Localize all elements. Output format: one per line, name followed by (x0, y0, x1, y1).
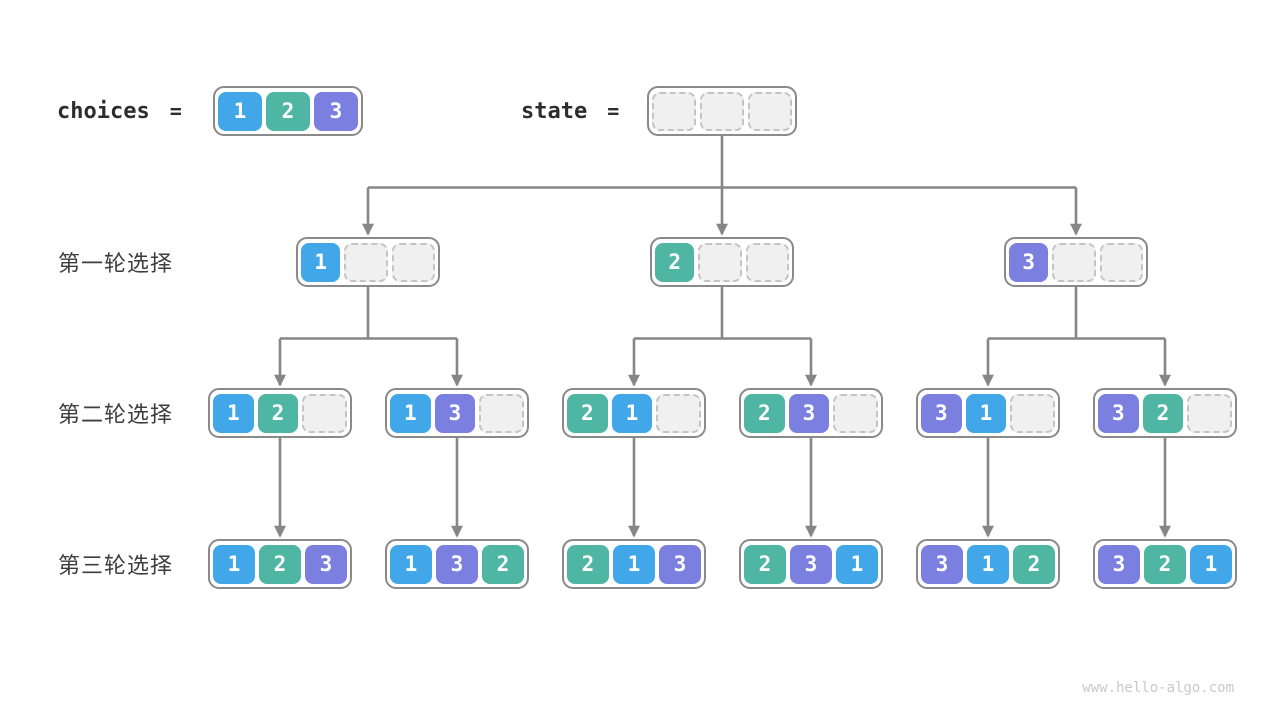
array-cell-3: 3 (921, 393, 962, 433)
choices-declaration: choices = (57, 86, 182, 136)
array-cell-3: 3 (1009, 242, 1049, 282)
array-cell-empty (700, 91, 744, 131)
choices-label: choices (57, 98, 150, 124)
array-cell-3: 3 (659, 544, 701, 584)
state-node-2: 2 (650, 237, 794, 287)
state-equals-sign: = (607, 99, 620, 123)
watermark: www.hello-algo.com (1082, 680, 1234, 696)
array-cell-empty (656, 393, 702, 433)
array-cell-1: 1 (390, 544, 432, 584)
round-1-label: 第一轮选择 (58, 251, 174, 276)
array-cell-empty (745, 242, 789, 282)
array-cell-3: 3 (305, 544, 347, 584)
array-cell-1: 1 (611, 393, 653, 433)
array-cell-1: 1 (301, 242, 341, 282)
array-cell-2: 2 (655, 242, 695, 282)
array-cell-empty (833, 393, 879, 433)
state-node-3: 3 (1004, 237, 1148, 287)
array-cell-empty (698, 242, 742, 282)
round-2-label: 第二轮选择 (58, 402, 174, 427)
state-node-1: 1 (296, 237, 440, 287)
array-cell-empty (391, 242, 435, 282)
array-cell-1: 1 (613, 544, 655, 584)
array-cell-3: 3 (790, 544, 832, 584)
array-cell-3: 3 (1098, 544, 1140, 584)
array-cell-empty (1099, 242, 1143, 282)
array-cell-2: 2 (257, 393, 299, 433)
array-cell-2: 2 (266, 91, 310, 131)
round-3-label: 第三轮选择 (58, 553, 174, 578)
choices-equals-sign: = (169, 99, 182, 123)
array-cell-2: 2 (744, 544, 786, 584)
array-cell-1: 1 (213, 544, 255, 584)
state-label: state (521, 98, 588, 124)
array-cell-2: 2 (1142, 393, 1184, 433)
array-cell-1: 1 (967, 544, 1009, 584)
array-cell-3: 3 (921, 544, 963, 584)
array-cell-2: 2 (1013, 544, 1055, 584)
array-cell-2: 2 (259, 544, 301, 584)
array-cell-3: 3 (314, 91, 358, 131)
array-cell-empty (652, 91, 696, 131)
array-cell-1: 1 (218, 91, 262, 131)
array-cell-empty (479, 393, 525, 433)
array-cell-empty (344, 242, 388, 282)
array-cell-empty (302, 393, 348, 433)
array-cell-empty (1187, 393, 1233, 433)
array-cell-1: 1 (836, 544, 878, 584)
array-cell-1: 1 (965, 393, 1007, 433)
array-cell-2: 2 (1144, 544, 1186, 584)
array-cell-3: 3 (788, 393, 830, 433)
state-declaration: state = (521, 86, 619, 136)
array-cell-1: 1 (213, 393, 254, 433)
array-cell-2: 2 (567, 393, 608, 433)
array-cell-3: 3 (1098, 393, 1139, 433)
array-cell-2: 2 (744, 393, 785, 433)
array-cell-3: 3 (436, 544, 478, 584)
array-cell-empty (1052, 242, 1096, 282)
array-cell-1: 1 (390, 393, 431, 433)
array-cell-2: 2 (482, 544, 524, 584)
array-cell-empty (1010, 393, 1056, 433)
array-cell-2: 2 (567, 544, 609, 584)
state-array (647, 86, 797, 136)
array-cell-1: 1 (1190, 544, 1232, 584)
array-cell-empty (748, 91, 792, 131)
array-cell-3: 3 (434, 393, 476, 433)
